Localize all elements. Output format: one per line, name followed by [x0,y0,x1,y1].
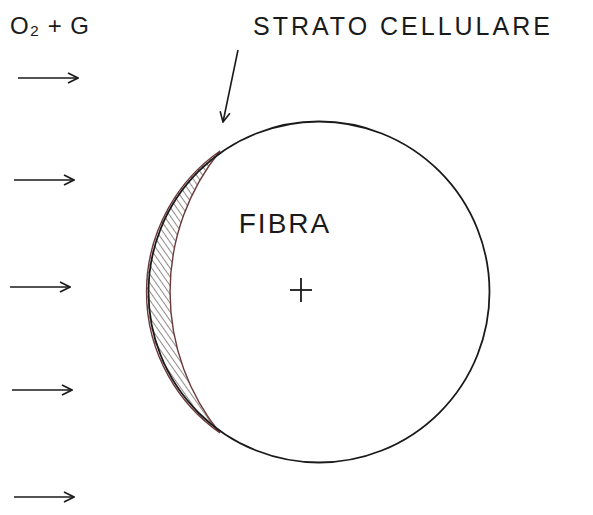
cell-layer [147,151,220,433]
leader-arrow [223,50,238,122]
node-outline [147,120,491,464]
node-title: FIBRA [113,208,457,240]
fiber-outline [149,122,490,463]
center-mark [290,278,312,302]
input-label: O₂ + G [10,12,90,40]
fiber-circle: FIBRA [147,120,491,464]
flow-arrows [10,78,78,497]
callout-label: STRATO CELLULARE [253,12,553,41]
